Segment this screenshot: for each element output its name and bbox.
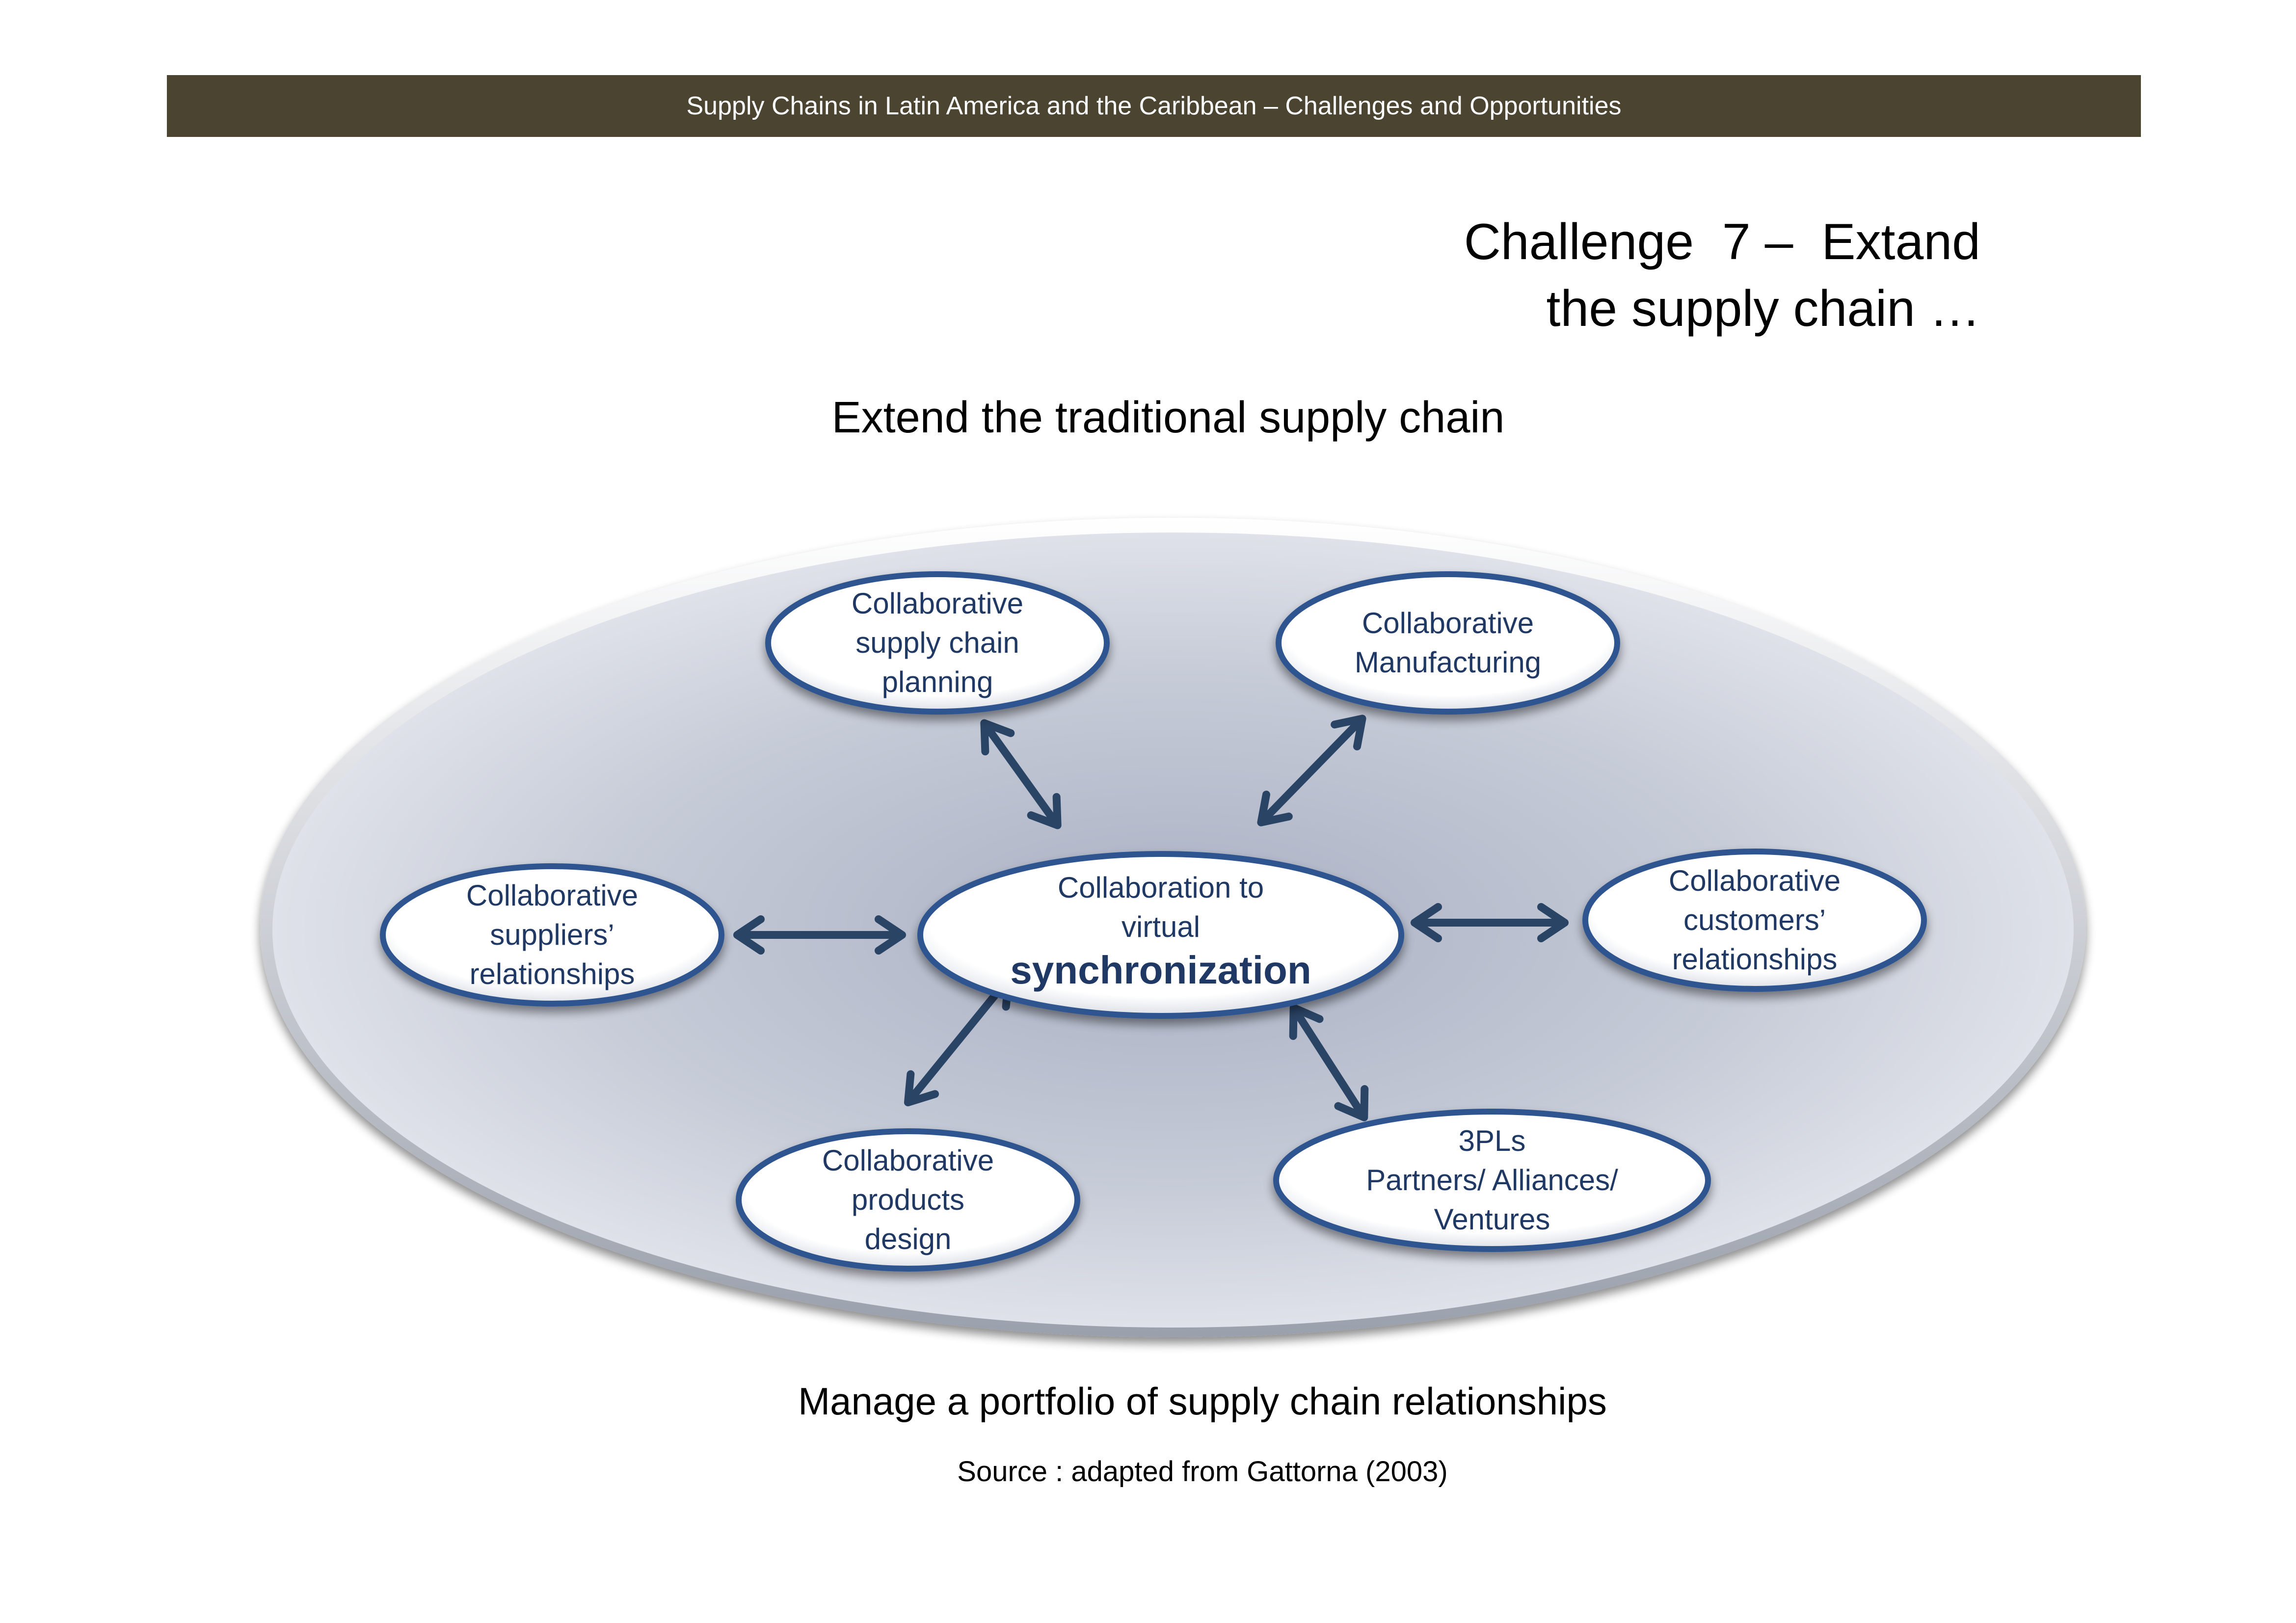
header-banner: Supply Chains in Latin America and the C… <box>167 75 2141 137</box>
node-label-planning-line-2: supply chain <box>855 626 1019 659</box>
node-label-3pls-line-1: 3PLs <box>1458 1124 1526 1157</box>
node-label-center-line-2: virtual <box>1121 910 1201 943</box>
node-label-suppliers-line-3: relationships <box>469 958 635 990</box>
node-center <box>917 851 1404 1019</box>
header-banner-text: Supply Chains in Latin America and the C… <box>686 92 1622 120</box>
node-ellipses <box>380 571 1927 1272</box>
node-label-customers: Collaborative customers’ relationships <box>1669 861 1841 979</box>
diagram-caption: Manage a portfolio of supply chain relat… <box>798 1380 1607 1423</box>
connection-arrows <box>733 715 1569 1121</box>
node-label-customers-line-3: relationships <box>1672 943 1838 976</box>
arrow-center-3pls <box>1289 1004 1369 1121</box>
node-label-manufacturing-line-2: Manufacturing <box>1354 646 1542 679</box>
node-label-products-design-line-3: design <box>864 1223 952 1255</box>
node-planning <box>765 571 1110 715</box>
node-label-suppliers: Collaborative suppliers’ relationships <box>466 876 638 994</box>
node-label-products-design-line-1: Collaborative <box>822 1144 994 1177</box>
node-label-center-line-1: Collaboration to <box>1057 871 1264 904</box>
node-label-center: Collaboration to virtual synchronization <box>1010 868 1311 994</box>
node-3pls <box>1273 1109 1711 1252</box>
node-label-customers-line-2: customers’ <box>1683 904 1826 936</box>
node-label-products-design: Collaborative products design <box>822 1141 994 1259</box>
slide-title-line-1: Challenge 7 – Extand <box>1464 213 1980 270</box>
node-label-planning: Collaborative supply chain planning <box>852 584 1023 702</box>
arrow-center-products-design <box>904 974 1013 1107</box>
node-label-suppliers-line-2: suppliers’ <box>490 918 614 951</box>
node-suppliers <box>380 863 724 1007</box>
node-customers <box>1582 849 1927 992</box>
node-label-products-design-line-2: products <box>851 1183 965 1216</box>
node-label-3pls-line-2: Partners/ Alliances/ <box>1366 1164 1618 1197</box>
node-label-planning-line-3: planning <box>881 665 993 698</box>
node-label-manufacturing-line-1: Collaborative <box>1362 607 1534 639</box>
arrow-center-planning <box>980 719 1062 829</box>
arrow-center-manufacturing <box>1257 715 1366 826</box>
node-label-3pls-line-3: Ventures <box>1434 1203 1550 1236</box>
slide-title: Challenge 7 – Extand the supply chain … <box>1464 209 1980 342</box>
node-manufacturing <box>1276 571 1620 715</box>
node-label-planning-line-1: Collaborative <box>851 587 1024 620</box>
node-label-customers-line-1: Collaborative <box>1668 864 1841 897</box>
diagram-subtitle: Extend the traditional supply chain <box>831 393 1505 442</box>
slide-title-line-2: the supply chain … <box>1546 280 1980 337</box>
node-label-suppliers-line-1: Collaborative <box>466 879 639 912</box>
node-products-design <box>736 1128 1080 1272</box>
node-label-center-emphasis: synchronization <box>1010 948 1311 992</box>
source-citation: Source : adapted from Gattorna (2003) <box>957 1456 1448 1488</box>
